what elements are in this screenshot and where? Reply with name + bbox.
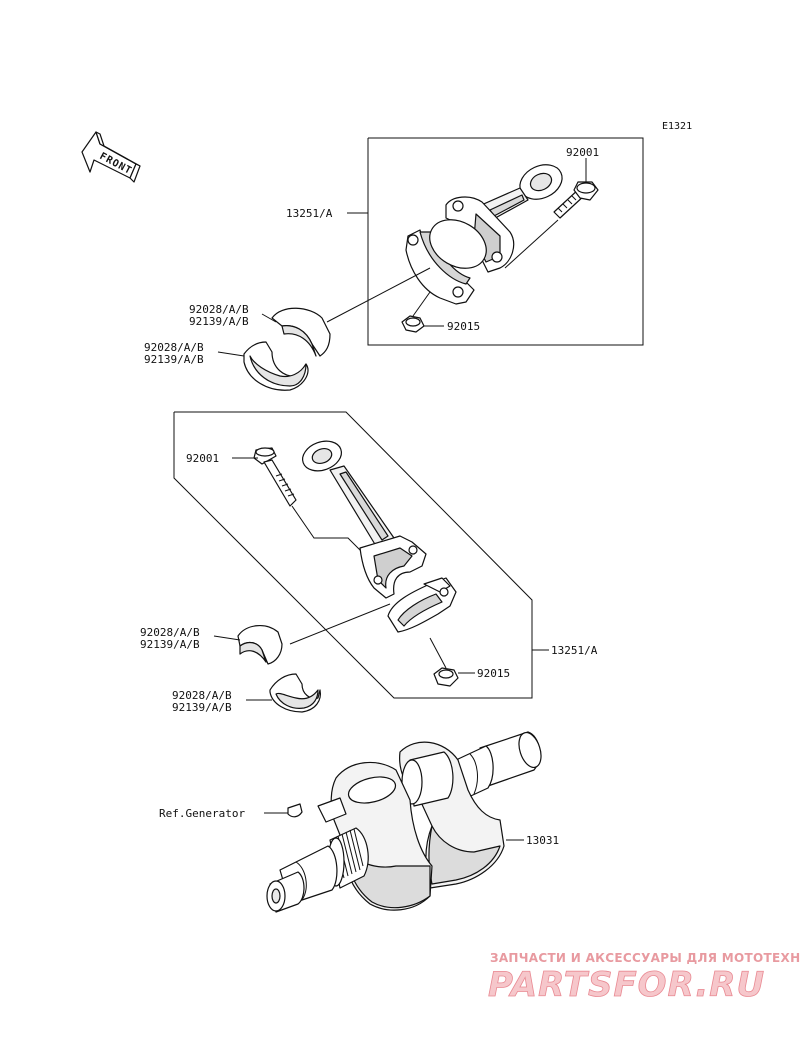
top-connecting-rod bbox=[405, 164, 563, 305]
diagram-code: E1321 bbox=[662, 121, 692, 132]
label-mid-bearing-upper-a: 92028/A/B bbox=[140, 626, 200, 639]
mid-nut bbox=[433, 667, 459, 687]
label-mid-assembly: 13251/A bbox=[551, 644, 598, 657]
watermark-brand: PARTSFOR.RU bbox=[488, 965, 765, 1005]
mid-bolt bbox=[253, 447, 297, 507]
mid-connecting-rod bbox=[302, 440, 457, 633]
woodruff-key bbox=[287, 803, 303, 818]
mid-bearing-lower bbox=[269, 673, 321, 713]
mid-assembly-box bbox=[173, 411, 533, 699]
label-mid-bearing-lower-a: 92028/A/B bbox=[172, 689, 232, 702]
top-connecting-rod-group: 13251/A bbox=[144, 137, 644, 391]
top-bearing-upper bbox=[271, 307, 331, 357]
label-top-bearing-upper-b: 92139/A/B bbox=[189, 315, 249, 328]
label-crankshaft: 13031 bbox=[526, 834, 559, 847]
label-top-bearing-upper-a: 92028/A/B bbox=[189, 303, 249, 316]
middle-connecting-rod-group: 13251/A 92001 bbox=[140, 411, 598, 714]
front-arrow-icon: FRONT bbox=[81, 131, 141, 183]
crankshaft bbox=[266, 731, 542, 913]
label-mid-nut: 92015 bbox=[477, 667, 510, 680]
label-ref-generator: Ref.Generator bbox=[159, 807, 245, 820]
watermark: ЗАПЧАСТИ И АКСЕССУАРЫ ДЛЯ МОТОТЕХНИКИ PA… bbox=[488, 951, 800, 1005]
label-top-bolt: 92001 bbox=[566, 146, 599, 159]
top-assembly-box bbox=[367, 137, 644, 346]
label-mid-bearing-upper-b: 92139/A/B bbox=[140, 638, 200, 651]
label-top-bearing-lower-a: 92028/A/B bbox=[144, 341, 204, 354]
label-mid-bolt: 92001 bbox=[186, 452, 219, 465]
label-top-nut: 92015 bbox=[447, 320, 480, 333]
label-top-bearing-lower-b: 92139/A/B bbox=[144, 353, 204, 366]
top-bearing-lower bbox=[243, 341, 309, 391]
mid-bearing-upper bbox=[237, 625, 283, 665]
top-nut bbox=[401, 315, 425, 333]
label-mid-bearing-lower-b: 92139/A/B bbox=[172, 701, 232, 714]
top-bolt bbox=[553, 181, 599, 219]
watermark-tagline: ЗАПЧАСТИ И АКСЕССУАРЫ ДЛЯ МОТОТЕХНИКИ bbox=[490, 951, 800, 965]
label-top-assembly: 13251/A bbox=[286, 207, 333, 220]
